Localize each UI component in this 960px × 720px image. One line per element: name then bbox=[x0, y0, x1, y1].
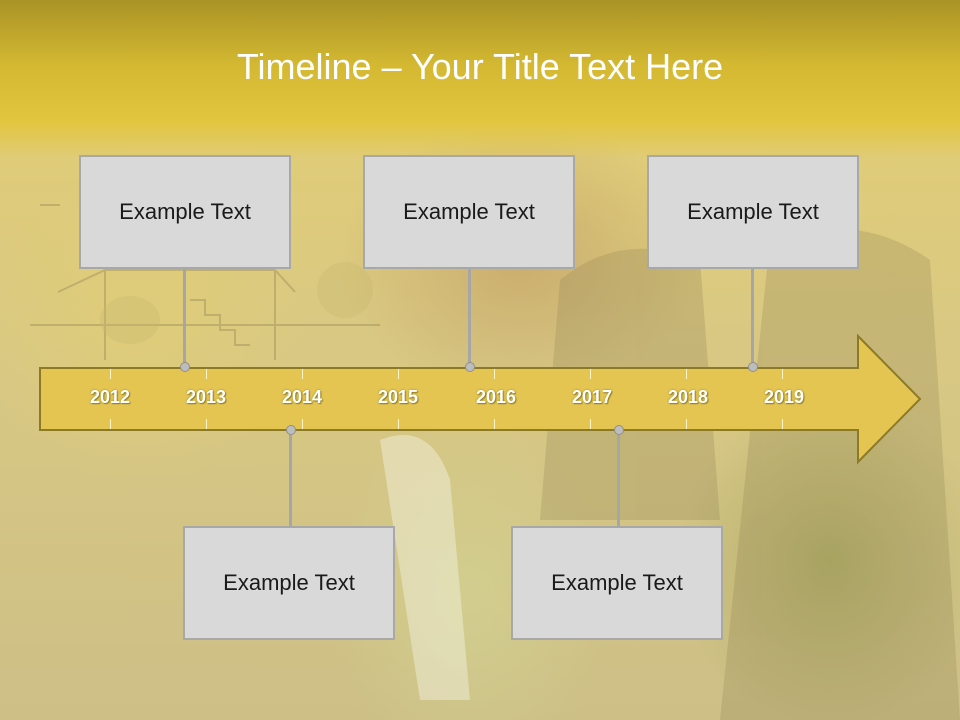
connector-dot bbox=[748, 362, 758, 372]
callout-connector bbox=[751, 268, 754, 367]
year-tick-bottom bbox=[110, 419, 111, 429]
year-label: 2016 bbox=[475, 387, 517, 407]
callout-box-bottom-2: Example Text bbox=[511, 526, 723, 640]
year-tick-bottom bbox=[302, 419, 303, 429]
year-label: 2018 bbox=[667, 387, 709, 407]
callout-connector bbox=[468, 268, 471, 367]
year-tick-bottom bbox=[686, 419, 687, 429]
callout-connector bbox=[289, 429, 292, 528]
year-tick-bottom bbox=[782, 419, 783, 429]
slide-title: Timeline – Your Title Text Here bbox=[236, 46, 724, 87]
year-label: 2012 bbox=[89, 387, 131, 407]
year-tick-bottom bbox=[590, 419, 591, 429]
year-tick-top bbox=[398, 369, 399, 379]
connector-dot bbox=[180, 362, 190, 372]
year-tick-top bbox=[494, 369, 495, 379]
year-tick-top bbox=[686, 369, 687, 379]
year-tick-bottom bbox=[206, 419, 207, 429]
connector-dot bbox=[465, 362, 475, 372]
year-tick-top bbox=[110, 369, 111, 379]
connector-dot bbox=[614, 425, 624, 435]
callout-box-top-1: Example Text bbox=[79, 155, 291, 269]
callout-connector bbox=[183, 268, 186, 367]
year-tick-top bbox=[782, 369, 783, 379]
connector-dot bbox=[286, 425, 296, 435]
year-tick-top bbox=[302, 369, 303, 379]
callout-box-top-2: Example Text bbox=[363, 155, 575, 269]
year-tick-top bbox=[206, 369, 207, 379]
callout-text: Example Text bbox=[687, 199, 819, 224]
callout-connector bbox=[617, 429, 620, 528]
callout-text: Example Text bbox=[551, 570, 683, 595]
year-label: 2019 bbox=[763, 387, 805, 407]
callout-text: Example Text bbox=[223, 570, 355, 595]
year-tick-bottom bbox=[398, 419, 399, 429]
callout-box-bottom-1: Example Text bbox=[183, 526, 395, 640]
year-tick-top bbox=[590, 369, 591, 379]
year-label: 2015 bbox=[377, 387, 419, 407]
year-label: 2014 bbox=[281, 387, 323, 407]
year-tick-bottom bbox=[494, 419, 495, 429]
year-label: 2013 bbox=[185, 387, 227, 407]
callout-text: Example Text bbox=[119, 199, 251, 224]
timeline-arrow-shape bbox=[39, 333, 922, 465]
callout-text: Example Text bbox=[403, 199, 535, 224]
callout-box-top-3: Example Text bbox=[647, 155, 859, 269]
year-label: 2017 bbox=[571, 387, 613, 407]
